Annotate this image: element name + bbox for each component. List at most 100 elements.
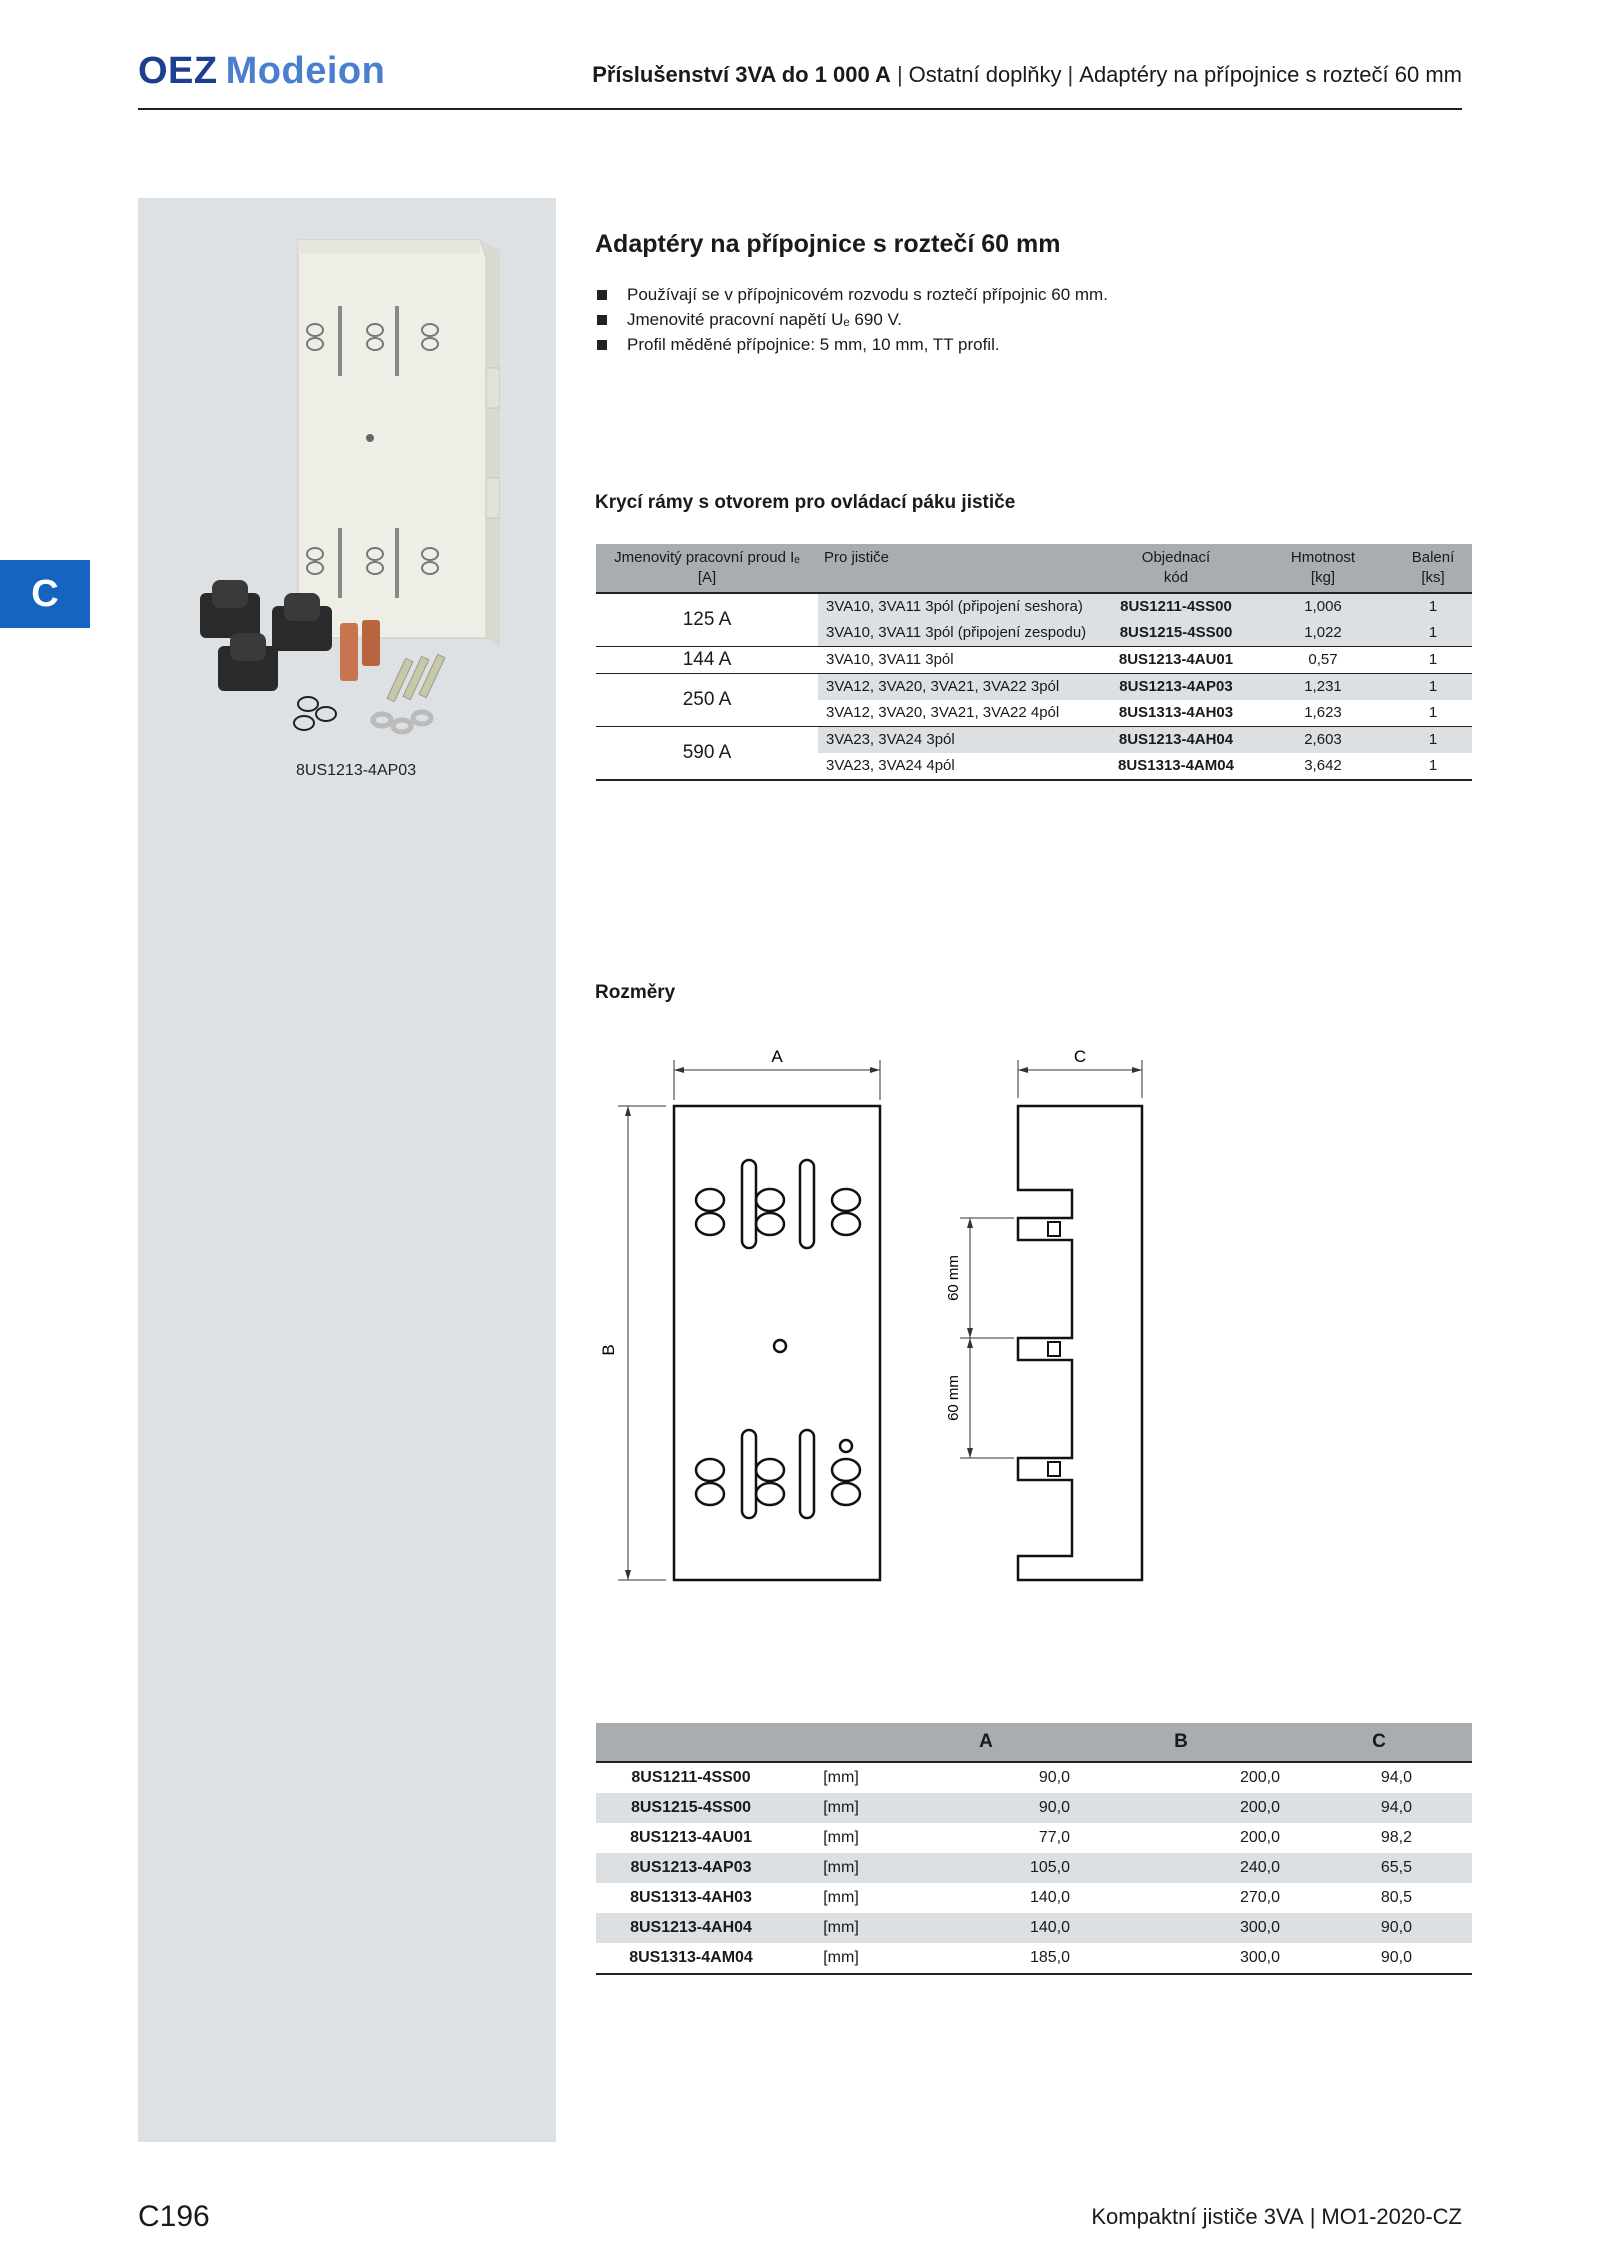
unit-cell: [mm] bbox=[786, 1913, 896, 1943]
weight-cell: 1,006 bbox=[1252, 593, 1394, 620]
order-code-cell: 8US1211-4SS00 bbox=[1100, 593, 1252, 620]
table-row: 3VA23, 3VA24 4pól 8US1313-4AM04 3,642 1 bbox=[596, 753, 1472, 781]
dim-c-cell: 94,0 bbox=[1286, 1793, 1472, 1823]
covers-table-heading: Krycí rámy s otvorem pro ovládací páku j… bbox=[595, 492, 1016, 513]
table-row: 125 A 3VA10, 3VA11 3pól (připojení sesho… bbox=[596, 593, 1472, 647]
model-code-cell: 8US1313-4AM04 bbox=[596, 1943, 786, 1975]
weight-cell: 1,623 bbox=[1252, 700, 1394, 727]
unit-cell: [mm] bbox=[823, 1829, 859, 1846]
dim-a-cell: 140,0 bbox=[1029, 1889, 1070, 1906]
dim-c-cell: 90,0 bbox=[1286, 1943, 1472, 1975]
breaker-cell: 3VA23, 3VA24 4pól bbox=[818, 753, 1100, 781]
pack-cell: 1 bbox=[1394, 673, 1472, 700]
table-header-row: A B C bbox=[596, 1723, 1472, 1763]
model-code-cell: 8US1213-4AU01 bbox=[630, 1829, 752, 1846]
col-pack: Balení [ks] bbox=[1394, 544, 1472, 594]
table-row: 590 A 3VA23, 3VA24 3pól 8US1213-4AH04 2,… bbox=[596, 726, 1472, 781]
dim-label-c: C bbox=[1074, 1047, 1086, 1066]
footer-text: Kompaktní jističe 3VA|MO1-2020-CZ bbox=[1091, 2204, 1462, 2230]
unit-cell: [mm] bbox=[786, 1793, 896, 1823]
header-divider bbox=[138, 108, 1462, 110]
pack-cell: 1 bbox=[1394, 753, 1472, 781]
dim-b-cell: 300,0 bbox=[1076, 1943, 1286, 1975]
dim-b-cell: 240,0 bbox=[1076, 1853, 1286, 1883]
dimensions-heading: Rozměry bbox=[595, 982, 676, 1003]
logo-brand: OEZ bbox=[138, 50, 218, 92]
table-row: 144 A 3VA10, 3VA11 3pól 8US1213-4AU01 0,… bbox=[596, 646, 1472, 674]
model-code-cell: 8US1215-4SS00 bbox=[596, 1793, 786, 1823]
weight-cell: 3,642 bbox=[1252, 753, 1394, 781]
order-code-cell: 8US1313-4AM04 bbox=[1100, 753, 1252, 781]
dim-a-cell: 90,0 bbox=[896, 1793, 1076, 1823]
table-row: 3VA10, 3VA11 3pól (připojení zespodu) 8U… bbox=[596, 620, 1472, 647]
logo-product: Modeion bbox=[225, 50, 386, 92]
pack-cell: 1 bbox=[1394, 726, 1472, 753]
dim-label-pitch: 60 mm bbox=[945, 1255, 962, 1301]
page-number: C196 bbox=[138, 2200, 210, 2233]
breaker-cell: 3VA23, 3VA24 3pól bbox=[818, 726, 1100, 753]
breadcrumb-item: Adaptéry na přípojnice s roztečí 60 mm bbox=[1079, 62, 1462, 87]
model-code-cell: 8US1213-4AH04 bbox=[596, 1913, 786, 1943]
col-weight-label: Hmotnost bbox=[1290, 549, 1356, 566]
section-tab: C bbox=[0, 560, 90, 628]
order-code-cell: 8US1215-4SS00 bbox=[1100, 620, 1252, 647]
dim-label-pitch: 60 mm bbox=[945, 1375, 962, 1421]
dim-b-cell: 200,0 bbox=[1076, 1793, 1286, 1823]
col-current-unit: [A] bbox=[697, 569, 717, 586]
breadcrumb-separator: | bbox=[896, 62, 903, 87]
col-current: Jmenovitý pracovní proud Iₑ [A] bbox=[596, 544, 818, 594]
unit-cell: [mm] bbox=[786, 1943, 896, 1975]
page-title: Adaptéry na přípojnice s roztečí 60 mm bbox=[595, 230, 1061, 258]
breaker-cell: 3VA10, 3VA11 3pól bbox=[818, 646, 1100, 674]
breadcrumb-separator: | bbox=[1067, 62, 1074, 87]
feature-item: Profil měděné přípojnice: 5 mm, 10 mm, T… bbox=[595, 332, 1108, 357]
breaker-cell: 3VA10, 3VA11 3pól (připojení seshora) bbox=[818, 593, 1100, 620]
weight-cell: 1,231 bbox=[1252, 673, 1394, 700]
current-cell: 125 A bbox=[596, 593, 818, 647]
col-code bbox=[596, 1723, 786, 1763]
dim-a-cell: 77,0 bbox=[1038, 1829, 1070, 1846]
col-current-label: Jmenovitý pracovní proud Iₑ bbox=[614, 549, 800, 566]
col-order-label2: kód bbox=[1163, 569, 1189, 586]
col-pack-label: Balení bbox=[1411, 549, 1455, 566]
photo-caption: 8US1213-4AP03 bbox=[296, 762, 417, 779]
footer-separator: | bbox=[1309, 2204, 1316, 2229]
table-header-row: Jmenovitý pracovní proud Iₑ [A] Pro jisti… bbox=[596, 544, 1472, 594]
dim-a-cell: 185,0 bbox=[896, 1943, 1076, 1975]
model-code-cell: 8US1213-4AP03 bbox=[596, 1853, 786, 1883]
dim-b-cell: 200,0 bbox=[1239, 1769, 1280, 1786]
breadcrumb-item: Příslušenství 3VA do 1 000 A bbox=[592, 62, 891, 87]
dim-c-cell: 90,0 bbox=[1286, 1913, 1472, 1943]
dim-label-a: A bbox=[771, 1047, 783, 1066]
dim-b-cell: 300,0 bbox=[1076, 1913, 1286, 1943]
current-cell: 250 A bbox=[596, 673, 818, 727]
col-breaker: Pro jističe bbox=[818, 544, 1100, 594]
col-weight: Hmotnost[kg] bbox=[1252, 544, 1394, 594]
model-code-cell: 8US1211-4SS00 bbox=[631, 1769, 751, 1786]
col-b: B bbox=[1076, 1723, 1286, 1763]
feature-item: Používají se v přípojnicovém rozvodu s r… bbox=[595, 282, 1108, 307]
order-code-cell: 8US1213-4AU01 bbox=[1100, 646, 1252, 674]
pack-cell: 1 bbox=[1394, 646, 1472, 674]
col-pack-unit: [ks] bbox=[1421, 569, 1445, 586]
feature-item: Jmenovité pracovní napětí Uₑ 690 V. bbox=[595, 307, 1108, 332]
pack-cell: 1 bbox=[1394, 620, 1472, 647]
weight-cell: 0,57 bbox=[1252, 646, 1394, 674]
dim-a-cell: 140,0 bbox=[896, 1913, 1076, 1943]
model-code-cell: 8US1313-4AH03 bbox=[630, 1889, 752, 1906]
col-order-label: Objednací bbox=[1141, 549, 1211, 566]
unit-cell: [mm] bbox=[823, 1889, 859, 1906]
dim-c-cell: 98,2 bbox=[1380, 1829, 1412, 1846]
order-code-cell: 8US1213-4AH04 bbox=[1100, 726, 1252, 753]
col-c: C bbox=[1286, 1723, 1472, 1763]
unit-cell: [mm] bbox=[786, 1853, 896, 1883]
dim-c-cell: 65,5 bbox=[1286, 1853, 1472, 1883]
